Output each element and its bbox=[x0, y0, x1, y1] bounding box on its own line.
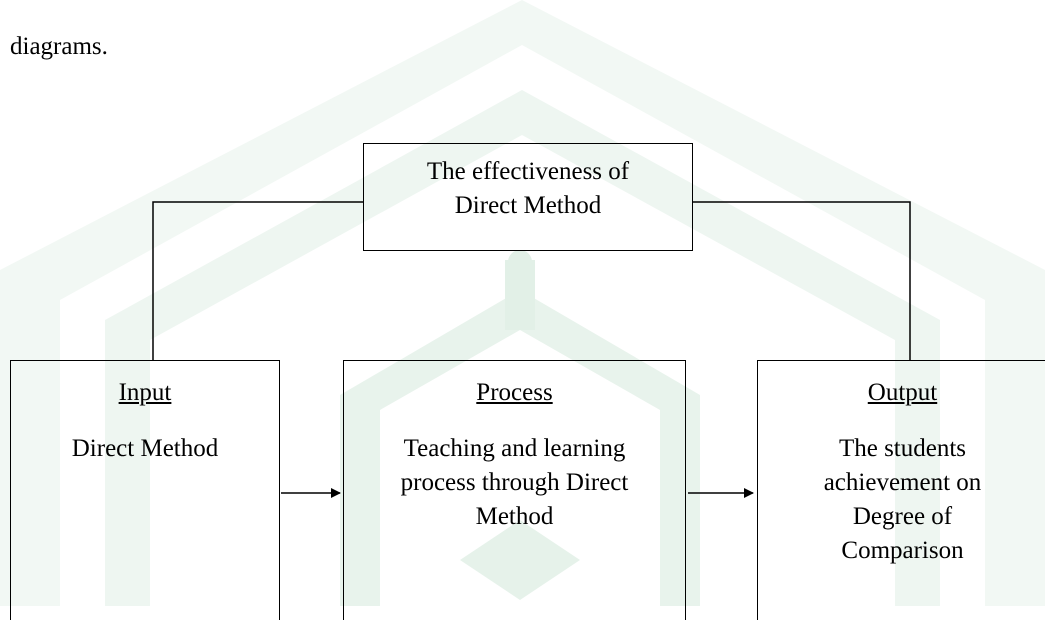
connector-right bbox=[693, 201, 911, 360]
top-box-line-1: The effectiveness of bbox=[426, 158, 630, 185]
input-body: Direct Method bbox=[11, 432, 279, 466]
connector-left bbox=[152, 201, 363, 360]
input-body-line: Direct Method bbox=[71, 435, 219, 462]
output-body-line: Comparison bbox=[841, 537, 964, 564]
lead-text: diagrams. bbox=[10, 33, 108, 60]
process-body-line: Method bbox=[475, 503, 554, 530]
top-box-effectiveness: The effectiveness of Direct Method bbox=[363, 143, 693, 251]
output-body-line: achievement on bbox=[823, 469, 982, 496]
process-body-line: process through Direct bbox=[400, 469, 629, 496]
process-body-line: Teaching and learning bbox=[403, 435, 626, 462]
process-heading: Process bbox=[476, 379, 553, 406]
output-heading: Output bbox=[867, 379, 938, 406]
input-heading: Input bbox=[118, 379, 172, 406]
output-body: The students achievement on Degree of Co… bbox=[758, 432, 1045, 568]
output-body-line: Degree of bbox=[852, 503, 953, 530]
output-body-line: The students bbox=[838, 435, 967, 462]
input-box: Input Direct Method bbox=[10, 360, 280, 620]
output-box: Output The students achievement on Degre… bbox=[757, 360, 1045, 620]
top-box-line-2: Direct Method bbox=[454, 192, 602, 219]
process-body: Teaching and learning process through Di… bbox=[344, 432, 685, 534]
process-box: Process Teaching and learning process th… bbox=[343, 360, 686, 620]
